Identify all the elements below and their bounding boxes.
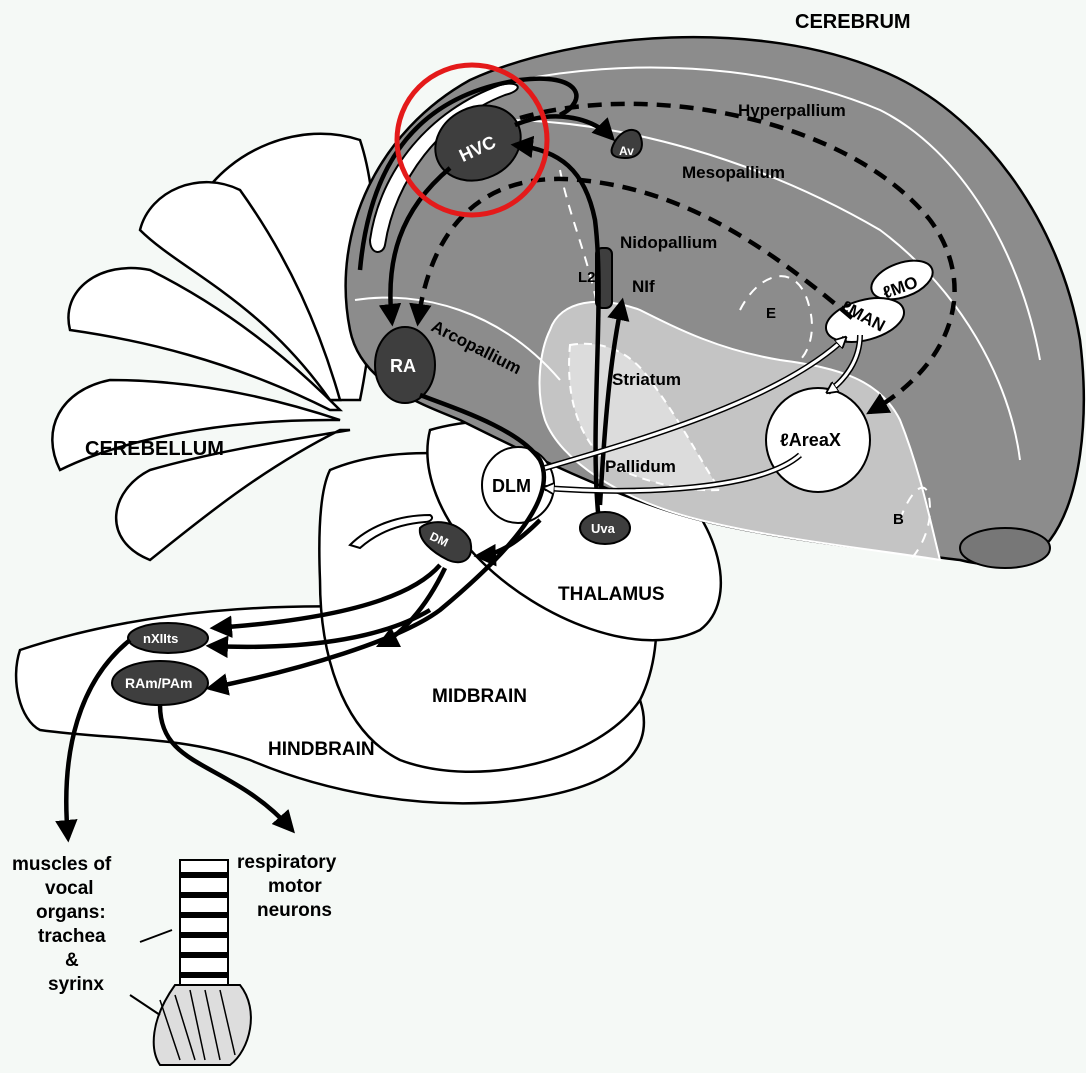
label-syrinx: syrinx xyxy=(48,974,104,995)
label-pallidum: Pallidum xyxy=(605,457,676,476)
label-dlm: DLM xyxy=(492,476,531,496)
label-field-e: E xyxy=(766,305,776,322)
label-mesopallium: Mesopallium xyxy=(682,163,785,182)
label-hyperpallium: Hyperpallium xyxy=(738,101,846,120)
label-cerebrum: CEREBRUM xyxy=(795,11,911,33)
label-vocal-3: organs: xyxy=(36,902,106,923)
label-hindbrain: HINDBRAIN xyxy=(268,739,375,760)
label-nxiits: nXIIts xyxy=(143,631,178,646)
label-cerebellum: CEREBELLUM xyxy=(85,438,224,460)
label-l2: L2 xyxy=(578,269,596,286)
label-ra: RA xyxy=(390,356,416,376)
label-amp: & xyxy=(65,950,79,971)
label-thalamus: THALAMUS xyxy=(558,584,665,605)
label-resp-3: neurons xyxy=(257,900,332,921)
label-nidopallium: Nidopallium xyxy=(620,233,717,252)
label-trachea: trachea xyxy=(38,926,106,947)
label-nif: NIf xyxy=(632,277,655,296)
label-striatum: Striatum xyxy=(612,370,681,389)
label-resp-1: respiratory xyxy=(237,852,337,873)
olfactory-bulb xyxy=(960,528,1050,568)
label-av: Av xyxy=(619,144,634,158)
label-ram-pam: RAm/PAm xyxy=(125,675,192,691)
label-resp-2: motor xyxy=(268,876,322,897)
label-uva: Uva xyxy=(591,521,616,536)
label-lareax: ℓAreaX xyxy=(780,430,841,450)
trachea-syrinx-illustration xyxy=(130,860,251,1065)
label-field-b: B xyxy=(893,511,904,528)
label-midbrain: MIDBRAIN xyxy=(432,686,527,707)
label-vocal-1: muscles of xyxy=(12,854,112,875)
label-vocal-2: vocal xyxy=(45,878,94,899)
